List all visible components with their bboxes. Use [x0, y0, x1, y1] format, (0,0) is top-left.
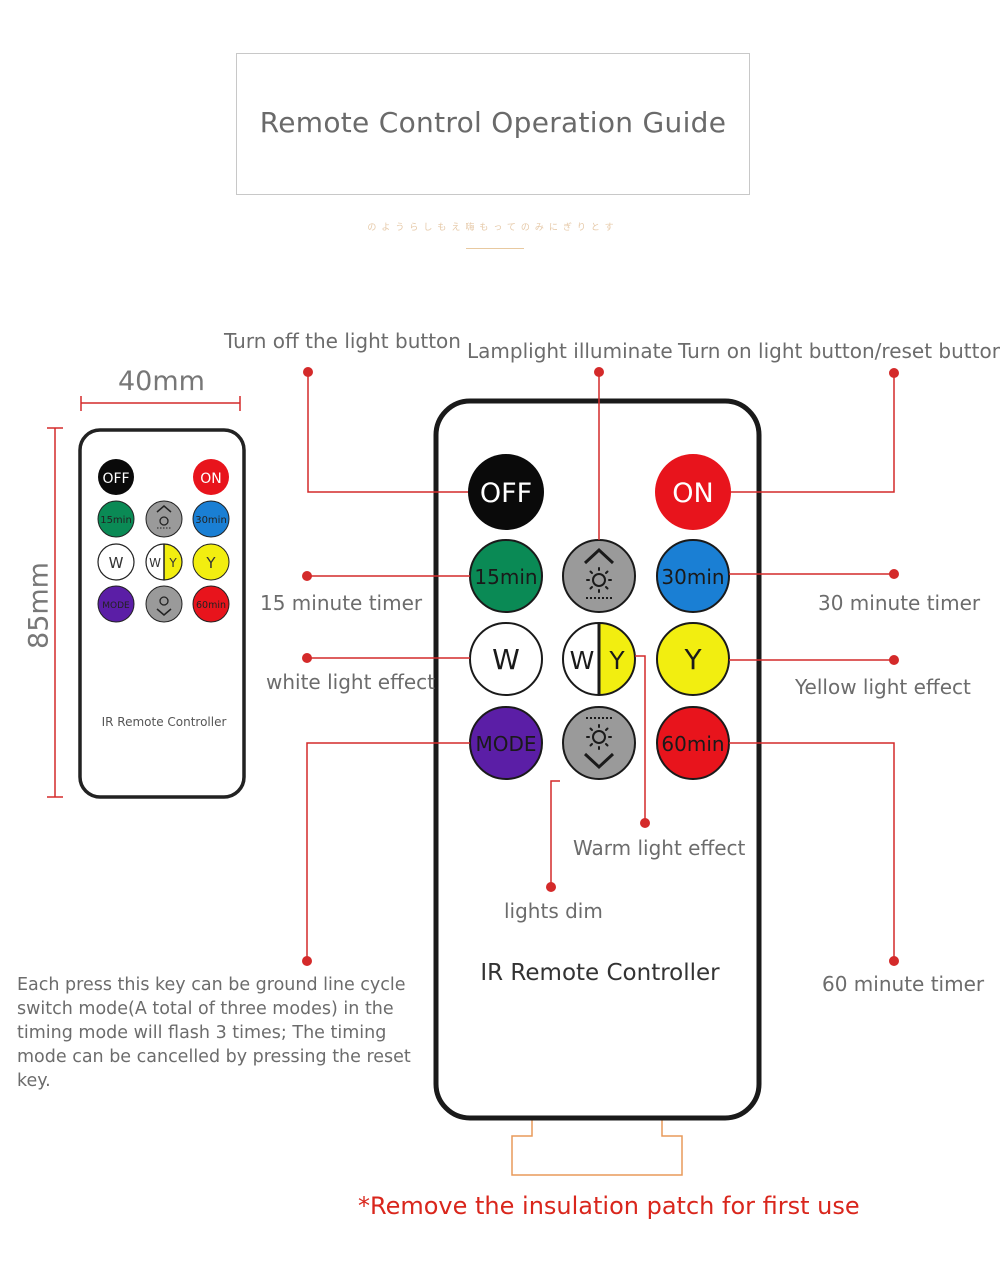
svg-text:OFF: OFF — [480, 478, 532, 509]
title-underline — [466, 248, 524, 249]
label-dim: lights dim — [504, 899, 603, 923]
dim-arrow-icon — [583, 717, 615, 770]
svg-text:60min: 60min — [661, 732, 724, 756]
svg-text:W: W — [149, 556, 161, 570]
callout-dots — [302, 367, 899, 966]
remote-brand: IR Remote Controller — [480, 960, 720, 986]
svg-text:15min: 15min — [100, 515, 132, 526]
svg-text:W: W — [570, 646, 595, 675]
warm-light-button[interactable] — [599, 623, 635, 695]
large-remote: OFF ON 15min 30min W — [433, 398, 762, 1176]
svg-text:W: W — [109, 554, 124, 572]
svg-text:60min: 60min — [196, 600, 226, 611]
label-yellow: Yellow light effect — [795, 675, 971, 699]
label-timer-30: 30 minute timer — [818, 591, 981, 615]
yellow-light-button[interactable] — [656, 622, 730, 696]
label-mode: Each press this key can be ground line c… — [17, 975, 411, 1091]
svg-text:Y: Y — [168, 556, 177, 570]
small-off-button — [98, 459, 134, 495]
svg-text:ON: ON — [200, 471, 222, 487]
insulation-patch — [511, 1118, 683, 1176]
page-title: Remote Control Operation Guide — [259, 106, 727, 139]
title-box: Remote Control Operation Guide — [236, 53, 750, 195]
svg-text:MODE: MODE — [102, 601, 130, 611]
label-white: white light effect — [266, 670, 436, 694]
svg-text:Y: Y — [683, 643, 702, 676]
svg-text:30min: 30min — [661, 565, 724, 589]
white-light-button[interactable] — [469, 622, 543, 696]
small-remote: OFF ON 15min 30min W W Y Y MODE 60min IR… — [47, 396, 246, 799]
svg-text:Y: Y — [608, 646, 625, 675]
svg-text:OFF: OFF — [102, 471, 129, 487]
insulation-warning: *Remove the insulation patch for first u… — [358, 1192, 860, 1220]
callout-lines — [306, 372, 895, 961]
label-warm: Warm light effect — [573, 836, 746, 860]
on-button[interactable] — [655, 454, 731, 530]
timer-30-button[interactable] — [656, 539, 730, 613]
width-dimension: 40mm — [118, 366, 205, 397]
label-on: Turn on light button/reset button — [678, 339, 1000, 363]
height-dimension: 85mm — [23, 562, 55, 649]
small-remote-brand: IR Remote Controller — [102, 715, 227, 729]
label-timer-15: 15 minute timer — [260, 591, 423, 615]
svg-text:15min: 15min — [474, 565, 537, 589]
small-on-button — [193, 459, 229, 495]
label-brighten: Lamplight illuminate — [467, 339, 673, 363]
svg-text:W: W — [492, 643, 520, 676]
title-scribble: のようらしもえ嗨もってのみにぎりとす — [367, 223, 619, 233]
svg-text:MODE: MODE — [475, 732, 536, 756]
label-off: Turn off the light button — [224, 329, 461, 353]
svg-text:30min: 30min — [195, 515, 227, 526]
svg-text:ON: ON — [672, 478, 713, 509]
svg-text:Y: Y — [205, 554, 216, 572]
label-timer-60: 60 minute timer — [822, 972, 985, 996]
brighten-arrow-icon — [583, 547, 615, 599]
off-button[interactable] — [468, 454, 544, 530]
